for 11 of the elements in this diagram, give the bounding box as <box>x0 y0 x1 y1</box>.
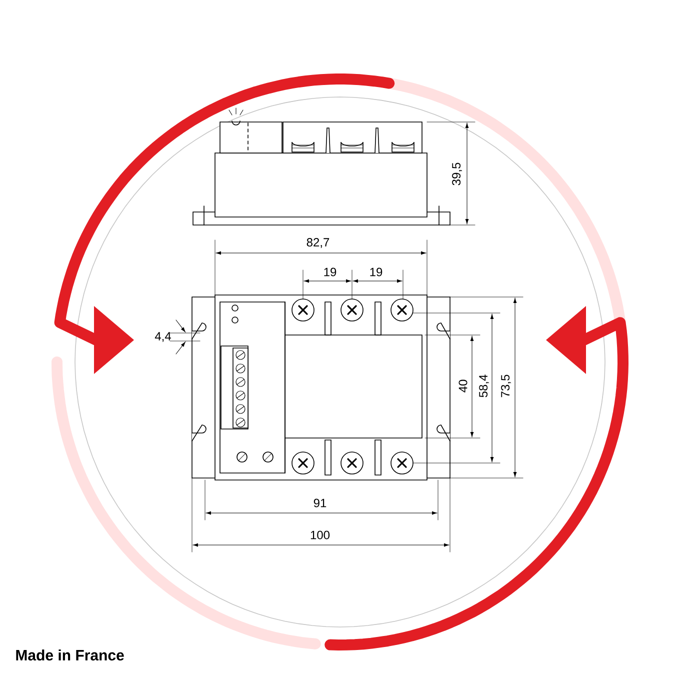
dimension-label: 19 <box>324 268 336 276</box>
dimension-label: 4,4 <box>154 332 171 342</box>
dimension-label: 58,4 <box>479 374 489 398</box>
dimension-label: 91 <box>314 498 326 508</box>
dimension-label: 100 <box>310 530 330 540</box>
dimension-label: 40 <box>458 380 468 392</box>
dimension-label: 39,5 <box>452 162 462 186</box>
dimension-label: 19 <box>370 268 382 276</box>
footer-text: Made in France <box>16 650 124 660</box>
dimension-label: 73,5 <box>501 374 511 398</box>
dimension-label: 82,7 <box>306 238 330 248</box>
